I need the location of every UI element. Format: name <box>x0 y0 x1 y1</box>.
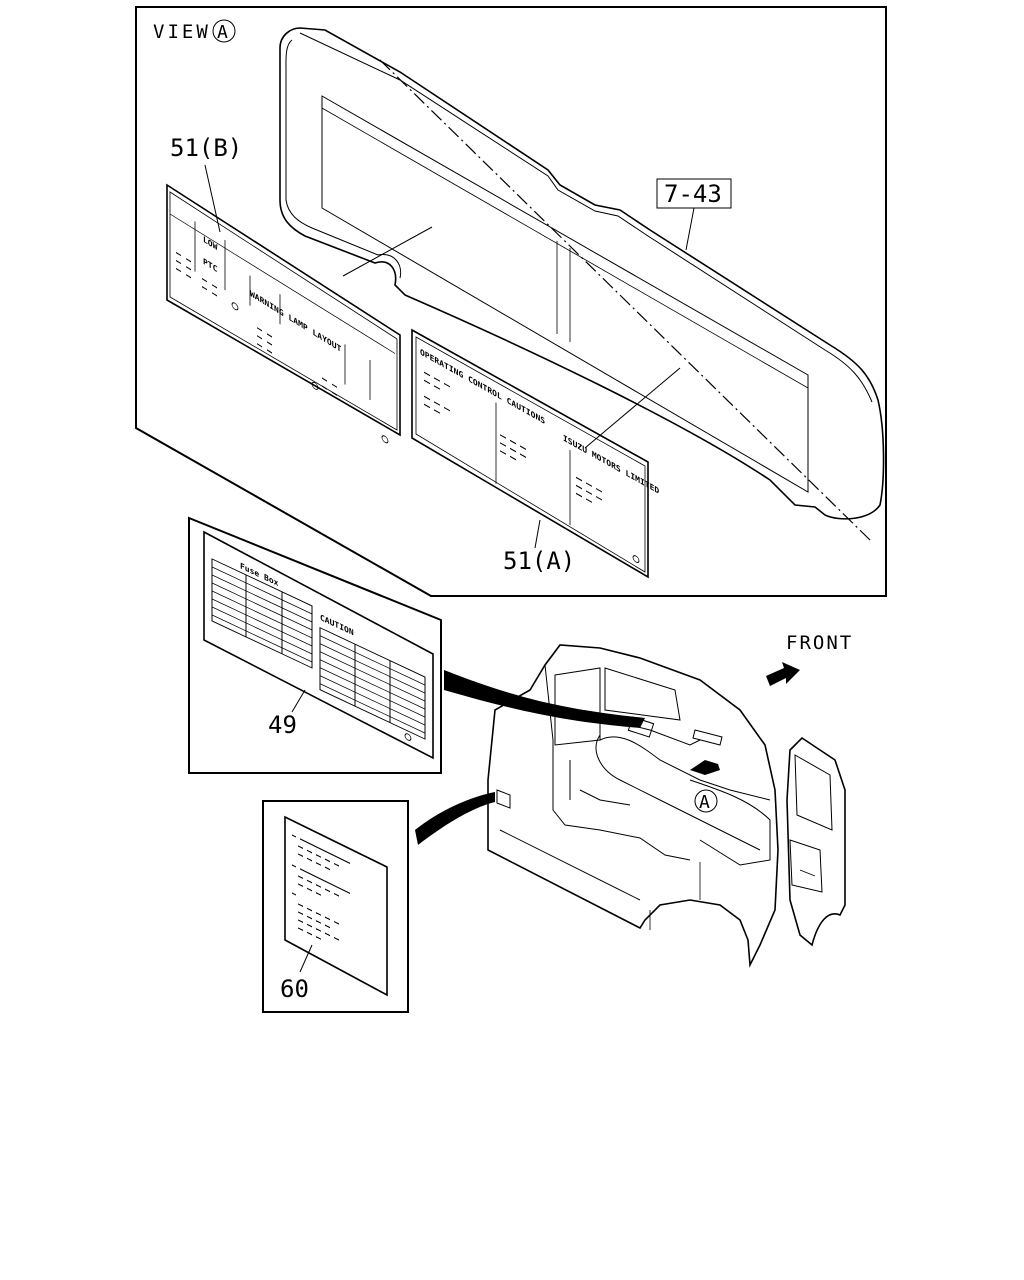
front-indicator: FRONT <box>766 632 853 686</box>
part-label-49: 49 <box>268 711 297 739</box>
sun-visor <box>279 27 885 520</box>
leader-51a <box>584 367 681 449</box>
view-arrow: A <box>690 760 720 813</box>
leader-7-43 <box>685 207 695 251</box>
box-60 <box>262 800 409 1013</box>
part-label-7-43: 7-43 <box>664 180 722 208</box>
visor-center-line <box>379 59 871 541</box>
leader-51a-label <box>534 519 541 549</box>
box-49: Fuse Box CAUTION <box>188 516 442 774</box>
view-a-frame <box>135 6 887 597</box>
leader-51b <box>342 226 433 277</box>
leader-51b-label <box>204 164 221 233</box>
view-label: VIEW <box>153 21 211 43</box>
view-mark: A <box>212 19 236 43</box>
front-arrow-icon <box>766 662 800 686</box>
front-label: FRONT <box>786 632 853 654</box>
part-label-60: 60 <box>280 975 309 1003</box>
part-label-51b: 51(B) <box>170 134 242 162</box>
leader-49 <box>291 689 306 713</box>
cab-body <box>487 644 846 968</box>
pointer-49 <box>444 670 645 728</box>
leader-60 <box>299 944 313 973</box>
part-label-7-43-box: 7-43 <box>656 178 732 209</box>
svg-text:A: A <box>217 22 228 43</box>
part-label-51a: 51(A) <box>503 547 575 575</box>
cab-view-mark: A <box>699 792 710 813</box>
pointer-60 <box>415 792 495 845</box>
